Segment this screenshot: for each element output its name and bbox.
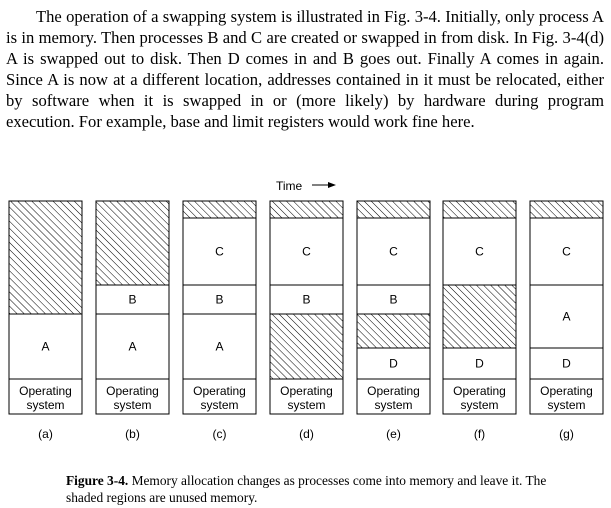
operating-system-region [8,378,83,415]
memory-columns: AOperatingsystem(a)BAOperatingsystem(b)C… [8,200,604,441]
operating-system-region [529,378,604,415]
os-label-line2: system [287,398,325,412]
caption-text: Memory allocation changes as processes c… [66,473,547,505]
time-arrow-head [328,182,336,188]
process-label: A [215,340,223,354]
process-label: B [128,293,136,307]
os-label-line1: Operating [453,384,506,398]
time-label: Time [276,179,303,193]
process-region [269,217,344,286]
process-region [182,284,257,315]
operating-system-region [442,378,517,415]
operating-system-region [95,378,170,415]
process-region [182,217,257,286]
os-label-line1: Operating [19,384,72,398]
process-label: B [389,293,397,307]
process-region [95,313,170,380]
column-label: (e) [386,427,401,441]
process-label: C [389,245,398,259]
unused-memory-region [269,313,344,380]
unused-memory-region [442,200,517,219]
figure-caption: Figure 3-4. Memory allocation changes as… [66,472,566,506]
body-paragraph: The operation of a swapping system is il… [6,6,604,132]
process-label: D [389,357,398,371]
column-label: (c) [213,427,227,441]
process-label: C [302,245,311,259]
os-label-line2: system [460,398,498,412]
column-label: (f) [474,427,485,441]
process-label: C [475,245,484,259]
os-label-line1: Operating [280,384,333,398]
operating-system-region [182,378,257,415]
unused-memory-region [442,284,517,349]
process-label: C [215,245,224,259]
operating-system-region [356,378,431,415]
process-label: C [562,245,571,259]
process-region [442,217,517,286]
process-region [529,347,604,380]
process-label: B [215,293,223,307]
column-label: (a) [38,427,53,441]
unused-memory-region [8,200,83,315]
os-label-line2: system [374,398,412,412]
operating-system-region [269,378,344,415]
process-label: B [302,293,310,307]
os-label-line2: system [547,398,585,412]
process-region [95,284,170,315]
os-label-line1: Operating [540,384,593,398]
os-label-line1: Operating [106,384,159,398]
process-region [8,313,83,380]
unused-memory-region [356,313,431,349]
process-label: D [475,357,484,371]
paragraph-text: The operation of a swapping system is il… [6,7,604,131]
os-label-line1: Operating [367,384,420,398]
os-label-line2: system [113,398,151,412]
process-label: A [41,340,49,354]
os-label-line2: system [200,398,238,412]
column-label: (d) [299,427,314,441]
unused-memory-region [182,200,257,219]
process-label: D [562,357,571,371]
unused-memory-region [95,200,170,286]
process-label: A [562,310,570,324]
column-label: (b) [125,427,140,441]
process-region [356,284,431,315]
column-label: (g) [559,427,574,441]
process-region [356,347,431,380]
time-axis: Time [276,179,336,193]
unused-memory-region [529,200,604,219]
os-label-line2: system [26,398,64,412]
process-region [529,217,604,286]
process-label: A [128,340,136,354]
unused-memory-region [356,200,431,219]
unused-memory-region [269,200,344,219]
os-label-line1: Operating [193,384,246,398]
process-region [529,284,604,349]
caption-label: Figure 3-4. [66,473,129,488]
process-region [269,284,344,315]
process-region [356,217,431,286]
process-region [182,313,257,380]
